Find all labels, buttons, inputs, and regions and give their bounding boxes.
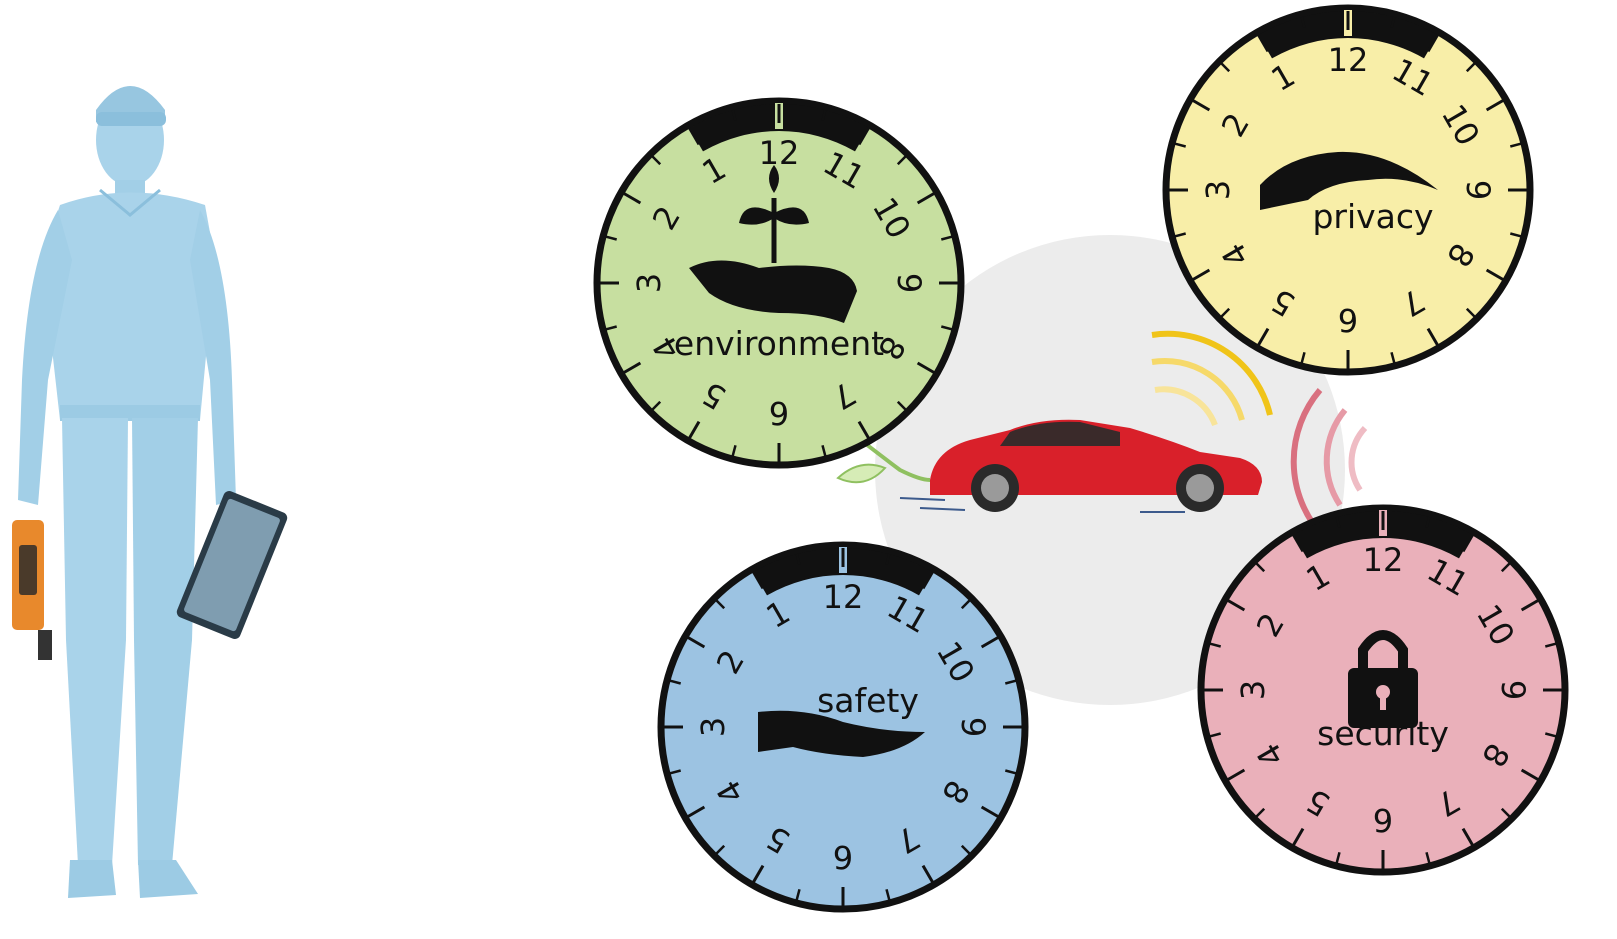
dial-number: 9 — [890, 273, 928, 293]
dial-number: 6 — [1338, 301, 1358, 339]
dial-label: privacy — [1312, 197, 1433, 236]
person-with-tablet-icon — [12, 86, 289, 898]
dial-number: 6 — [1373, 801, 1393, 839]
dial-number: 3 — [1199, 180, 1237, 200]
dial-number: 3 — [694, 717, 732, 737]
dial-number: 9 — [954, 717, 992, 737]
dial-number: 3 — [1234, 680, 1272, 700]
dial-security: 121110987654321 security — [1201, 508, 1565, 872]
dial-number: 12 — [1328, 41, 1369, 79]
dial-label: security — [1317, 714, 1449, 753]
dial-label: environment — [674, 324, 884, 363]
dial-label: safety — [817, 681, 919, 720]
dial-number: 3 — [630, 273, 668, 293]
dial-number: 12 — [823, 578, 864, 616]
dial-number: 9 — [1459, 180, 1497, 200]
dial-number: 9 — [1494, 680, 1532, 700]
dial-number: 12 — [1363, 541, 1404, 579]
dial-number: 12 — [759, 134, 800, 172]
dial-number: 6 — [833, 838, 853, 876]
dial-number: 6 — [769, 394, 789, 432]
